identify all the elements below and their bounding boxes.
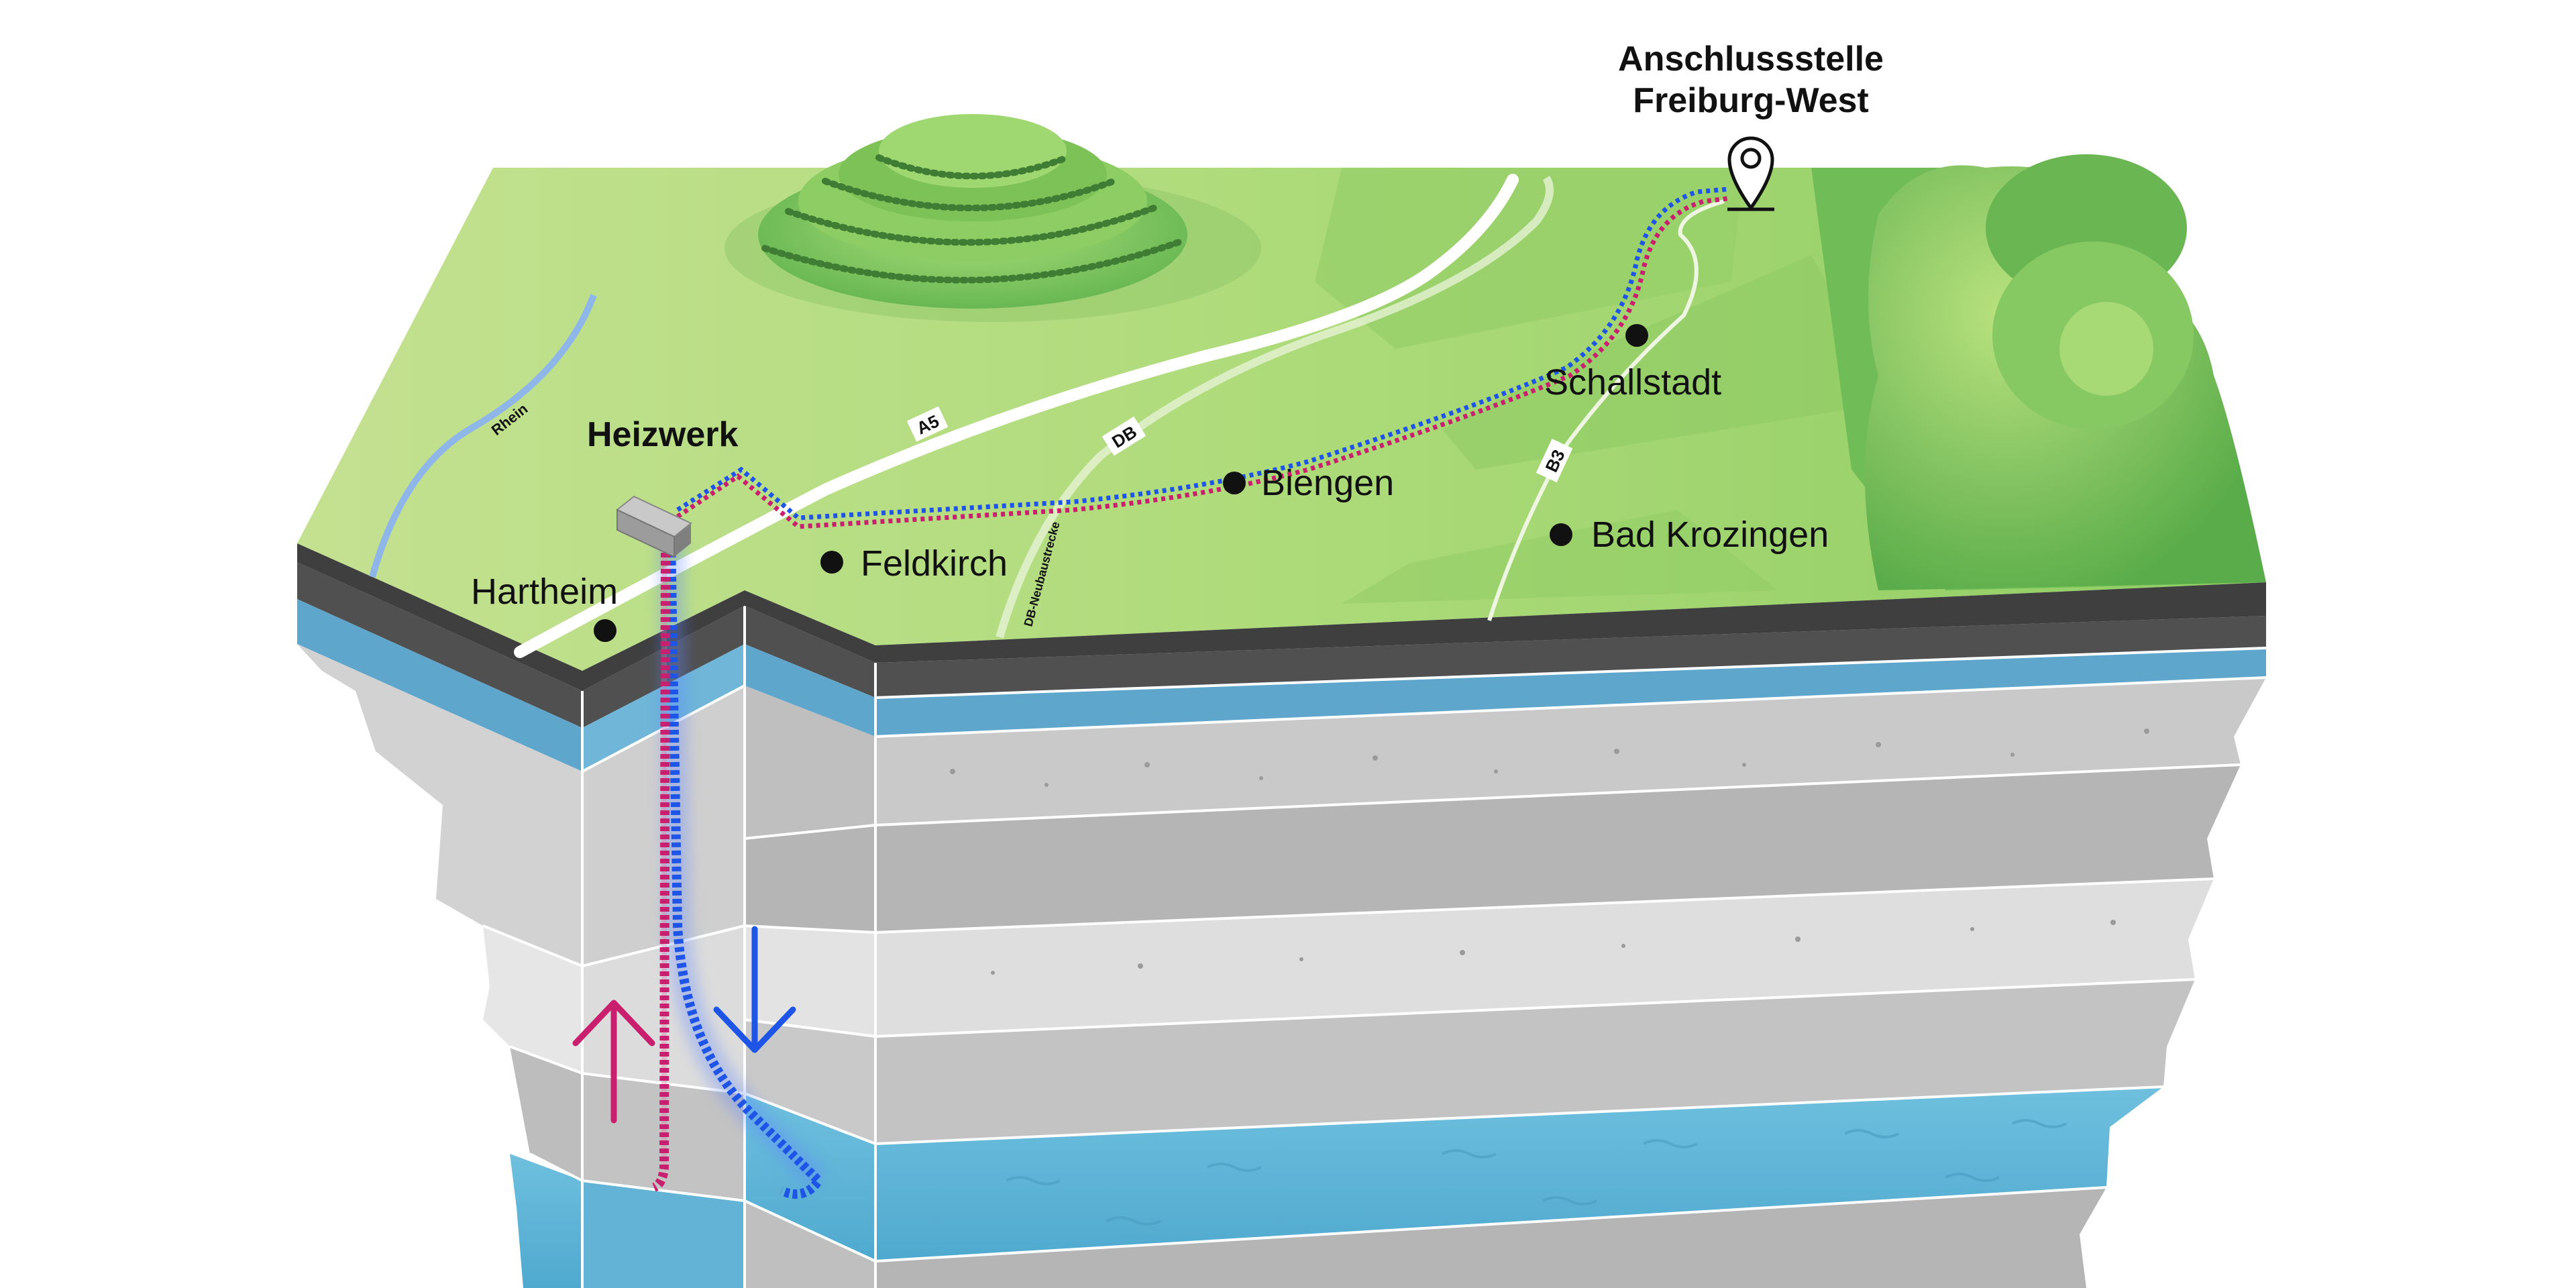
terraced-hill	[724, 114, 1261, 322]
terrain-surface: Rhein	[297, 154, 2266, 691]
town-dot-biengen	[1223, 472, 1246, 494]
arrow-down-icon	[713, 926, 796, 1053]
road-a5	[514, 174, 1519, 658]
heating-plant-icon	[616, 495, 692, 558]
town-label-hartheim: Hartheim	[471, 572, 618, 612]
cold-injection-well	[666, 536, 825, 1199]
river-rhein	[369, 294, 597, 578]
rock-layers-right	[875, 616, 2267, 1288]
town-label-bad-krozingen: Bad Krozingen	[1591, 515, 1829, 555]
town-dot-schallstadt	[1625, 324, 1648, 347]
geothermal-wells	[651, 536, 828, 1199]
town-markers	[594, 324, 1648, 642]
surface-pipeline	[676, 186, 1728, 529]
town-dot-hartheim	[594, 619, 616, 642]
road-b3	[1487, 199, 1725, 621]
arrow-up-icon	[572, 1000, 655, 1124]
heizwerk-label: Heizwerk	[587, 415, 739, 454]
map-pin-icon	[1727, 136, 1774, 211]
town-label-biengen: Biengen	[1261, 463, 1394, 503]
town-label-schallstadt: Schallstadt	[1544, 362, 1721, 402]
hot-production-well	[651, 536, 670, 1192]
anschluss-label-line2: Freiburg-West	[1633, 81, 1869, 120]
anschluss-label-line1: Anschlussstelle	[1618, 40, 1884, 78]
town-label-feldkirch: Feldkirch	[861, 543, 1008, 584]
road-db	[996, 175, 1554, 639]
town-dot-feldkirch	[820, 551, 843, 574]
town-dot-bad-krozingen	[1550, 523, 1572, 546]
